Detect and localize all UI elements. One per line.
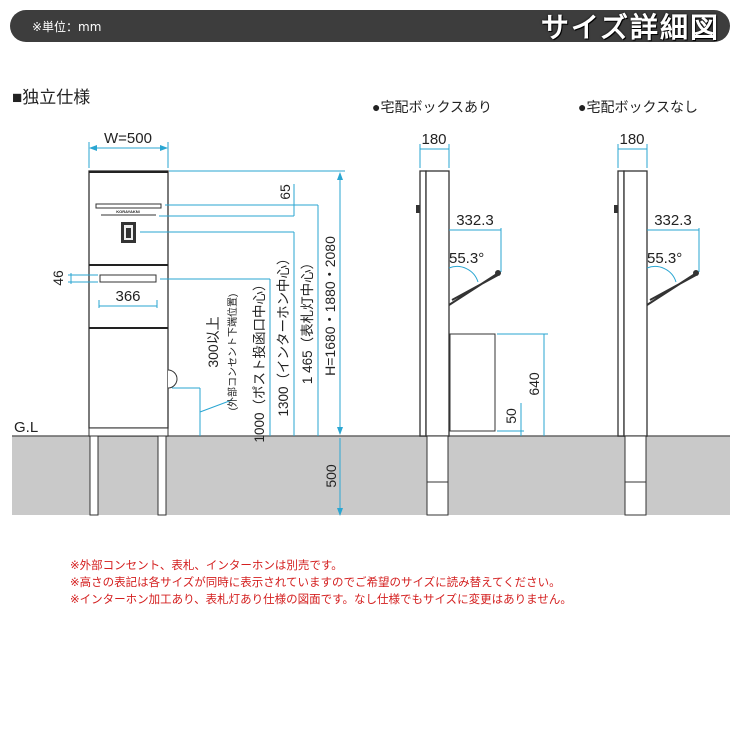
width-label: W=500 — [104, 130, 152, 147]
mail-slot — [99, 274, 157, 283]
outlet-note-label: (外部コンセント下端位置) — [226, 294, 239, 411]
box-height-label: 640 — [526, 372, 542, 396]
note: ※外部コンセント、表札、インターホンは別売です。 — [70, 558, 343, 572]
box-clearance-label: 50 — [503, 408, 519, 424]
ground-label: G.L — [14, 419, 38, 436]
height-label: H=1680・1880・2080 — [322, 236, 338, 376]
page-title: サイズ詳細図 — [540, 11, 720, 44]
buried-depth-label: 500 — [323, 464, 339, 488]
side-post-without-box — [614, 170, 699, 516]
nameplate-light — [95, 203, 162, 209]
delivery-box — [449, 333, 496, 432]
flap — [448, 271, 501, 306]
intercom-icon — [121, 222, 136, 243]
depth-label: 180 — [421, 131, 446, 148]
side-with-box-title: ●宅配ボックスあり — [372, 99, 492, 115]
note: ※高さの表記は各サイズが同時に表示されていますのでご希望のサイズに読み替えてくだ… — [70, 575, 561, 589]
flap-reach-label: 332.3 — [456, 212, 494, 229]
post-leg-right — [157, 435, 167, 516]
notes: ※外部コンセント、表札、インターホンは別売です。 ※高さの表記は各サイズが同時に… — [70, 557, 572, 608]
front-view-title: ■独立仕様 — [12, 88, 90, 107]
outlet-min-label: 300以上 — [205, 316, 221, 367]
side-with-box-dimensions — [419, 144, 548, 436]
post-leg-left — [89, 435, 99, 516]
flap-angle-label: 55.3° — [647, 250, 682, 267]
outlet-icon — [167, 369, 178, 389]
flap — [646, 271, 699, 306]
nameplate-offset-label: 65 — [277, 184, 293, 200]
flap-angle-label: 55.3° — [449, 250, 484, 267]
note: ※インターホン加工あり、表札灯あり仕様の図面です。なし仕様でもサイズに変更はあり… — [70, 592, 572, 606]
slot-width-label: 366 — [115, 288, 140, 305]
side-post-with-box — [416, 170, 501, 516]
post-slot-center-label: 1000（ポスト投函口中心） — [252, 277, 267, 442]
side-without-box-title: ●宅配ボックスなし — [578, 99, 698, 115]
light-center-label: 1 465（表札灯中心） — [300, 256, 315, 384]
front-post: KORAYAKNI — [88, 170, 178, 516]
nameplate-text: KORAYAKNI — [116, 209, 140, 214]
unit-note: ※単位：mm — [32, 20, 102, 34]
slot-height-label: 46 — [50, 270, 66, 286]
header-bar: ※単位：mm サイズ詳細図 — [10, 10, 730, 44]
intercom-center-label: 1300（インターホン中心） — [276, 251, 291, 416]
flap-reach-label: 332.3 — [654, 212, 692, 229]
front-dimensions — [68, 142, 345, 516]
ground-area — [12, 436, 730, 515]
depth-label: 180 — [619, 131, 644, 148]
side-without-box-dimensions — [617, 144, 700, 283]
